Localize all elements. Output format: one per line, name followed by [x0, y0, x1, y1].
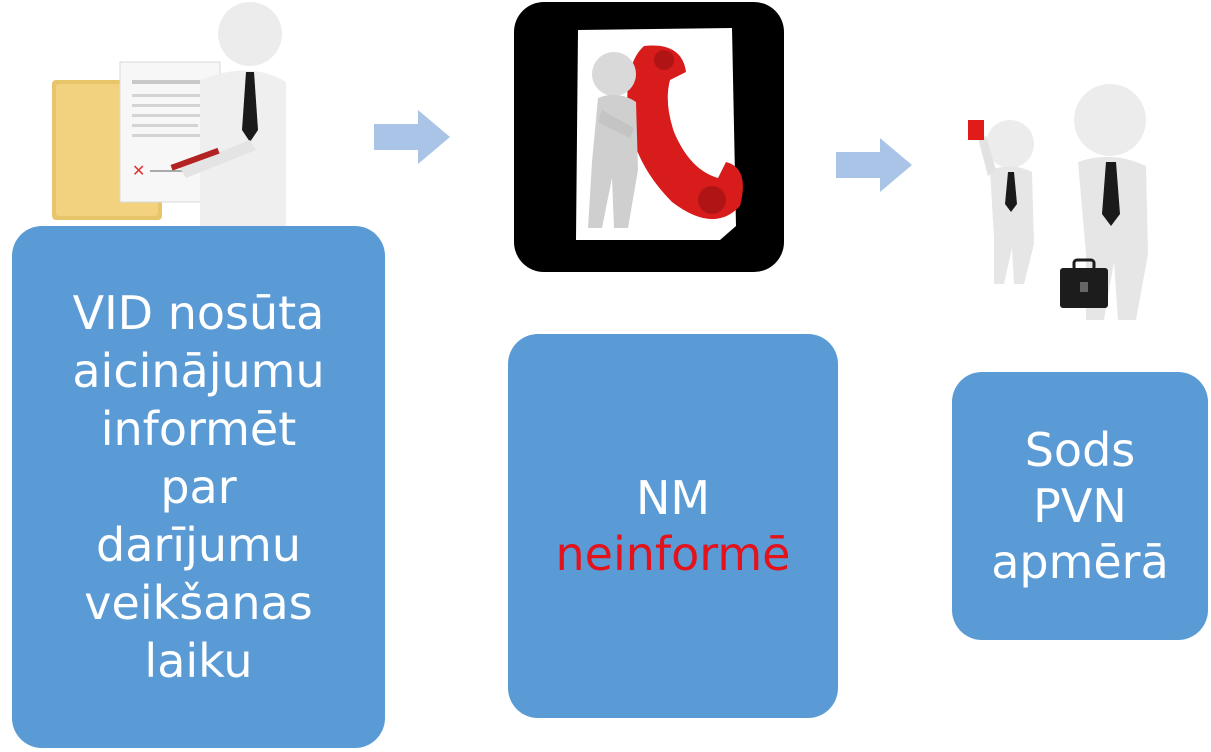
- step-2-line: NM: [635, 471, 711, 525]
- step-1-text: VID nosūta aicinājumu informēt par darīj…: [72, 284, 324, 690]
- step-3-line: apmērā: [991, 535, 1169, 589]
- step-1-line: darījumu: [96, 518, 301, 572]
- svg-text:✕: ✕: [132, 161, 145, 180]
- step-3-box: Sods PVN apmērā: [952, 372, 1208, 640]
- step-1-line: laiku: [144, 634, 253, 688]
- arrow-right-icon: [836, 138, 912, 192]
- step-2-highlight: neinformē: [555, 527, 791, 581]
- step-1-line: veikšanas: [84, 576, 313, 630]
- red-card-businessmen-icon: [968, 84, 1148, 320]
- step-2-box: NM neinformē: [508, 334, 838, 718]
- step-1-line: aicinājumu: [72, 344, 325, 398]
- step-1-line: par: [160, 460, 237, 514]
- step-3-line: PVN: [1033, 479, 1127, 533]
- arrow-right-icon: [374, 110, 450, 164]
- step-1-line: VID nosūta: [72, 286, 325, 340]
- step-1-line: informēt: [100, 402, 297, 456]
- step-3-line: Sods: [1024, 423, 1136, 477]
- step-1-box: VID nosūta aicinājumu informēt par darīj…: [12, 226, 385, 748]
- step-2-text: NM neinformē: [556, 470, 791, 582]
- businessman-document-icon: ✕: [52, 2, 286, 226]
- step-3-text: Sods PVN apmērā: [991, 422, 1169, 590]
- man-phone-icon: [514, 2, 784, 272]
